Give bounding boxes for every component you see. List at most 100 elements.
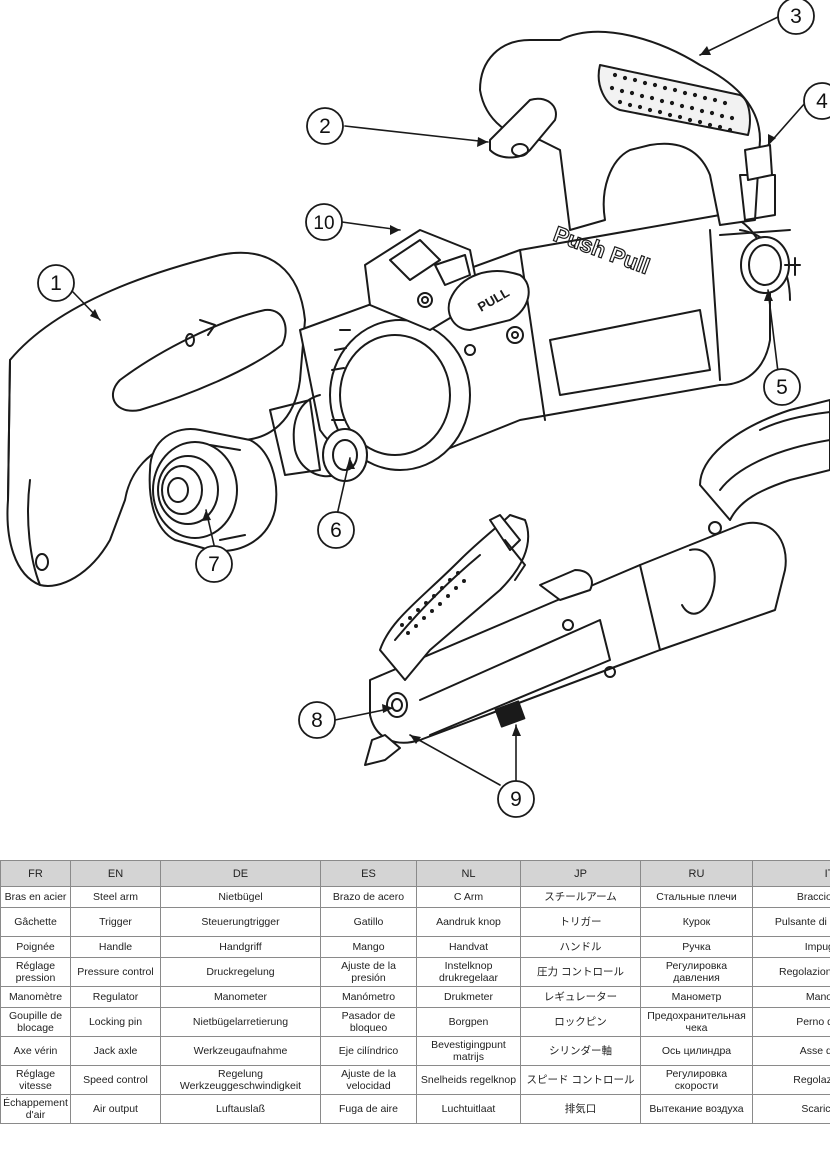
table-cell: Gatillo: [320, 907, 417, 937]
table-cell: Luftauslaß: [160, 1094, 321, 1124]
table-cell: Mango: [320, 936, 417, 958]
table-cell: Manometr: [752, 986, 830, 1008]
callout-8: 8: [311, 709, 323, 732]
table-cell: Poignée: [0, 936, 71, 958]
table-cell: Goupille de blocage: [0, 1007, 71, 1037]
column-header-de: DE: [160, 860, 321, 887]
column-header-en: EN: [70, 860, 161, 887]
table-cell: Регулировка скорости: [640, 1065, 753, 1095]
table-cell: Manomètre: [0, 986, 71, 1008]
table-cell: Scarico dell': [752, 1094, 830, 1124]
callout-9: 9: [510, 788, 522, 811]
ribbed-collar: [269, 319, 471, 482]
table-cell: Braccio in acc: [752, 886, 830, 908]
table-cell: Steel arm: [70, 886, 161, 908]
table-cell: Предохранительная чека: [640, 1007, 753, 1037]
tool-diagram: Push Pull PULL 1 2 3 4 5 6 7 8 9 10: [6, 0, 830, 818]
table-cell: トリガー: [520, 907, 641, 937]
locking-pin-block: [364, 229, 530, 356]
column-header-nl: NL: [416, 860, 521, 887]
table-cell: Instelknop drukregelaar: [416, 957, 521, 987]
table-cell: Impugnatu: [752, 936, 830, 958]
table-cell: 排気口: [520, 1094, 641, 1124]
table-cell: Réglage vitesse: [0, 1065, 71, 1095]
table-cell: 圧力 コントロール: [520, 957, 641, 987]
table-cell: スチールアーム: [520, 886, 641, 908]
table-cell: Handvat: [416, 936, 521, 958]
table-cell: Luchtuitlaat: [416, 1094, 521, 1124]
table-cell: Ось цилиндра: [640, 1036, 753, 1066]
table-cell: Perno di blocc: [752, 1007, 830, 1037]
callout-10: 10: [313, 213, 334, 234]
table-cell: Regelung Werkzeuggeschwindigkeit: [160, 1065, 321, 1095]
table-cell: Fuga de aire: [320, 1094, 417, 1124]
table-cell: Pasador de bloqueo: [320, 1007, 417, 1037]
table-cell: Brazo de acero: [320, 886, 417, 908]
column-header-fr: FR: [0, 860, 71, 887]
table-cell: ロックピン: [520, 1007, 641, 1037]
column-header-ru: RU: [640, 860, 753, 887]
table-cell: Eje cilíndrico: [320, 1036, 417, 1066]
table-cell: レギュレーター: [520, 986, 641, 1008]
table-cell: Pulsante di avanzamen: [752, 907, 830, 937]
table-cell: Aandruk knop: [416, 907, 521, 937]
callout-2: 2: [319, 115, 331, 138]
handle: [479, 30, 761, 231]
table-cell: Вытекание воздуха: [640, 1094, 753, 1124]
table-cell: Asse del pist: [752, 1036, 830, 1066]
table-cell: Manometer: [160, 986, 321, 1008]
callout-5: 5: [776, 376, 788, 399]
table-cell: Nietbügelarretierung: [160, 1007, 321, 1037]
table-header-row: FRENDEESNLJPRUIT: [0, 860, 830, 887]
jack-head: [148, 428, 278, 552]
callout-circles: [37, 0, 830, 818]
table-cell: Werkzeugaufnahme: [160, 1036, 321, 1066]
table-cell: Bras en acier: [0, 886, 71, 908]
table-cell: Стальные плечи: [640, 886, 753, 908]
table-cell: Manómetro: [320, 986, 417, 1008]
table-cell: Ajuste de la velocidad: [320, 1065, 417, 1095]
table-cell: Axe vérin: [0, 1036, 71, 1066]
callout-4: 4: [816, 90, 828, 113]
table-cell: Regolazione ve: [752, 1065, 830, 1095]
table-cell: Pressure control: [70, 957, 161, 987]
table-cell: Handle: [70, 936, 161, 958]
table-cell: Locking pin: [70, 1007, 161, 1037]
table-cell: Réglage pression: [0, 957, 71, 987]
table-cell: Nietbügel: [160, 886, 321, 908]
column-header-it: IT: [752, 860, 830, 887]
table-cell: Gâchette: [0, 907, 71, 937]
callout-1: 1: [50, 272, 62, 295]
table-cell: Druckregelung: [160, 957, 321, 987]
callout-6: 6: [330, 519, 342, 542]
table-cell: Регулировка давления: [640, 957, 753, 987]
table-cell: Steuerungtrigger: [160, 907, 321, 937]
table-cell: Regolazion pressione: [752, 957, 830, 987]
table-cell: Bevestigingpunt matrijs: [416, 1036, 521, 1066]
table-cell: Handgriff: [160, 936, 321, 958]
column-header-jp: JP: [520, 860, 641, 887]
table-cell: Regulator: [70, 986, 161, 1008]
table-cell: Trigger: [70, 907, 161, 937]
table-cell: Snelheids regelknop: [416, 1065, 521, 1095]
table-cell: シリンダー軸: [520, 1036, 641, 1066]
table-cell: C Arm: [416, 886, 521, 908]
table-cell: Échappement d'air: [0, 1094, 71, 1124]
callout-3: 3: [790, 5, 802, 28]
table-cell: Ручка: [640, 936, 753, 958]
table-cell: Манометр: [640, 986, 753, 1008]
table-cell: Курок: [640, 907, 753, 937]
table-cell: Ajuste de la presión: [320, 957, 417, 987]
second-tool: [364, 399, 830, 766]
steel-arm: [6, 251, 306, 587]
table-cell: スピード コントロール: [520, 1065, 641, 1095]
